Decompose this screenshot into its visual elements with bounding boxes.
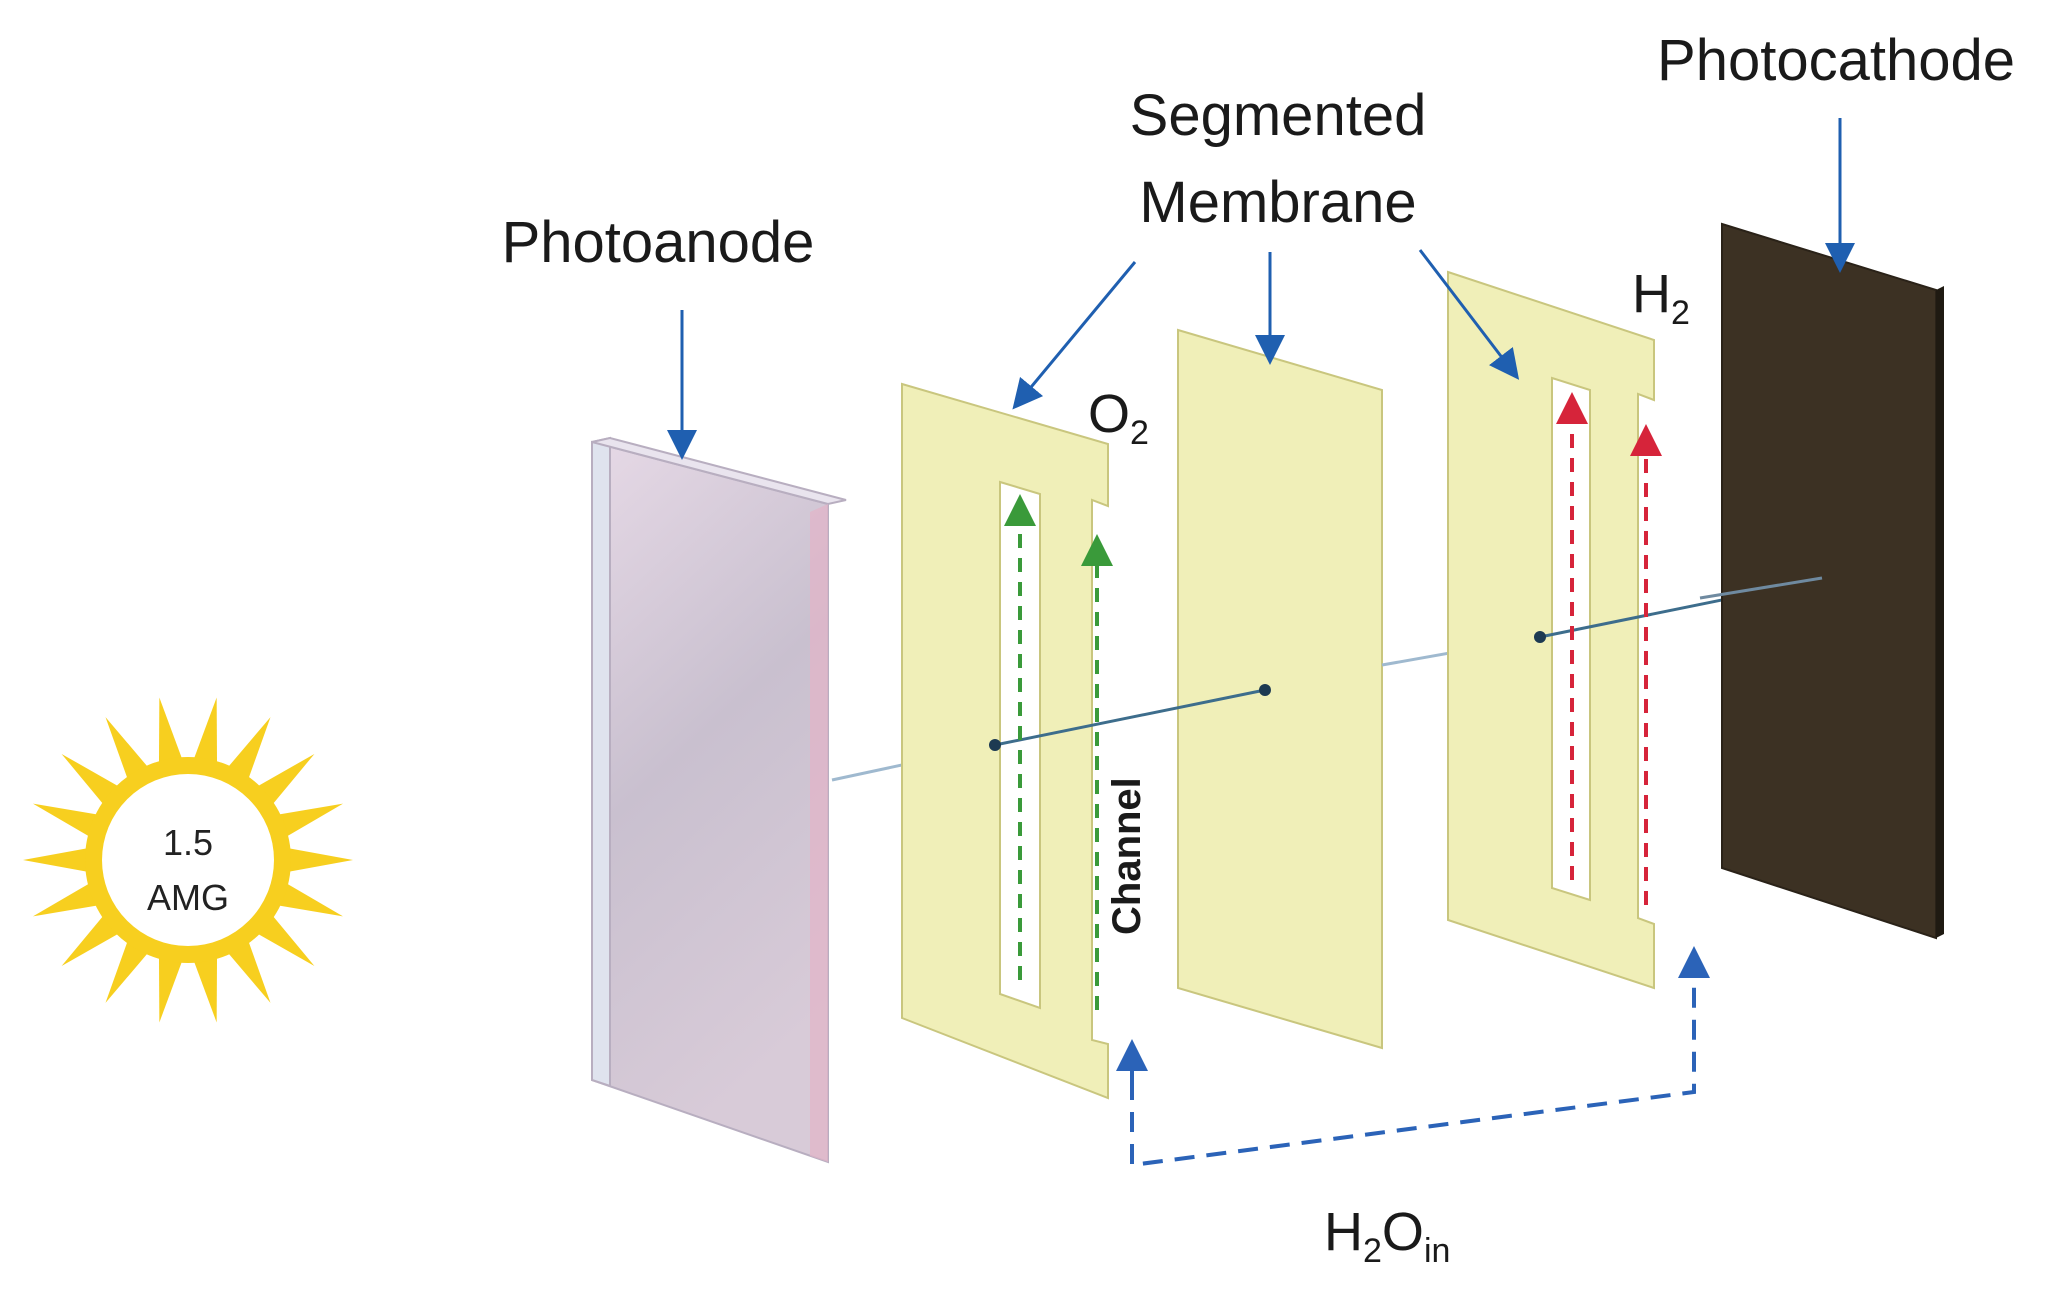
sun-ray <box>23 848 89 872</box>
sun-ray <box>158 697 183 765</box>
segmented-membrane-label-line2: Membrane <box>1139 170 1416 235</box>
photocathode-label: Photocathode <box>1657 28 2015 93</box>
sun-ray <box>32 882 99 917</box>
sun-ray <box>32 803 99 838</box>
sun-label-line2: AMG <box>147 877 229 918</box>
sun-ray <box>256 753 315 806</box>
sun-label-line1: 1.5 <box>163 822 213 863</box>
photoanode-plate <box>591 436 847 1164</box>
sun-ray <box>105 717 149 781</box>
sun-ray <box>227 939 271 1003</box>
sun-ray <box>105 939 149 1003</box>
sun-icon: 1.5 AMG <box>23 697 353 1023</box>
membrane-pointer-arrow-right <box>1418 249 1520 380</box>
sun-ray <box>61 914 120 967</box>
o2-label: O2 <box>1088 384 1149 452</box>
light-path-dot-2 <box>1259 684 1271 696</box>
light-path-line-5 <box>1699 576 1823 600</box>
sun-ray <box>277 803 344 838</box>
sun-ray <box>193 955 218 1023</box>
membrane-pointer-arrow-left <box>1012 261 1137 410</box>
membrane-segment-1 <box>901 382 1109 1100</box>
photocathode-plate <box>1721 222 1944 940</box>
light-path-dot-3 <box>1534 631 1546 643</box>
sun-ray <box>61 753 120 806</box>
water-inlet-path <box>1130 960 1696 1168</box>
sun-ray <box>277 882 344 917</box>
light-path-line-2 <box>994 688 1266 747</box>
sun-ray <box>256 914 315 967</box>
h2-label: H2 <box>1632 264 1690 332</box>
membrane-segment-3 <box>1447 270 1655 990</box>
h2o-in-label: H2Oin <box>1324 1202 1450 1270</box>
channel-label: Channel <box>1105 777 1149 935</box>
photoanode-label: Photoanode <box>502 210 815 275</box>
sun-ray <box>287 848 353 872</box>
segmented-membrane-label-line1: Segmented <box>1130 83 1427 148</box>
sun-ray <box>158 955 183 1023</box>
membrane-segment-2 <box>1177 328 1383 1050</box>
sun-ray <box>227 717 271 781</box>
light-path-dot-1 <box>989 739 1001 751</box>
sun-ray <box>193 697 218 765</box>
